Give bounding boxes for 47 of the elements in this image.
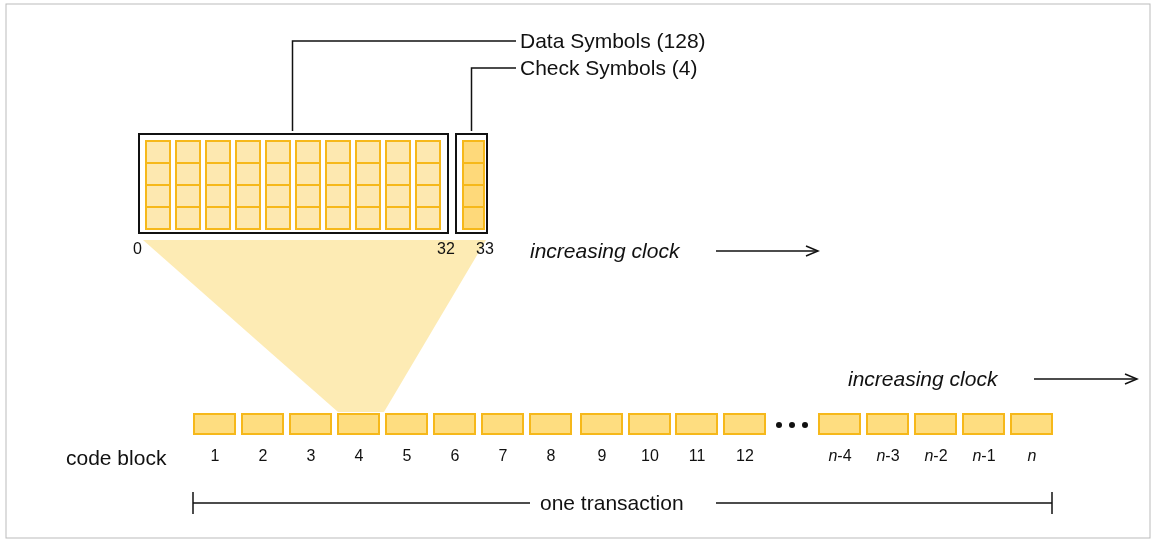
block-number: 10 [640, 447, 660, 466]
code-block-box [1010, 413, 1053, 435]
block-number: 9 [596, 447, 608, 466]
code-block-box [481, 413, 524, 435]
code-block-box [289, 413, 332, 435]
leader-line [291, 40, 517, 132]
axis-number: 33 [476, 240, 494, 258]
axis-number: 32 [437, 240, 455, 258]
code-block-box [675, 413, 718, 435]
code-block-box [723, 413, 766, 435]
block-number: n [1026, 447, 1038, 466]
block-number: 5 [401, 447, 413, 466]
code-block-box [818, 413, 861, 435]
code-block-box [580, 413, 623, 435]
block-number: 3 [305, 447, 317, 466]
block-number: n-3 [875, 447, 901, 466]
callout-label: Check Symbols (4) [520, 56, 698, 80]
block-number: 6 [449, 447, 461, 466]
code-block-box [628, 413, 671, 435]
code-block-box [385, 413, 428, 435]
block-number: 12 [735, 447, 755, 466]
code-block-box [433, 413, 476, 435]
leader-line [470, 67, 517, 132]
block-number: 11 [687, 447, 707, 466]
axis-number: 0 [133, 240, 142, 258]
direction-label: increasing clock [848, 367, 998, 391]
callout-label: Data Symbols (128) [520, 29, 706, 53]
data-symbol-block [138, 133, 449, 234]
block-number: 4 [353, 447, 365, 466]
block-number: n-1 [971, 447, 997, 466]
code-block-box [193, 413, 236, 435]
dimension-label: one transaction [540, 491, 684, 515]
direction-label: increasing clock [530, 239, 680, 263]
code-block-box [241, 413, 284, 435]
block-number: 7 [497, 447, 509, 466]
check-symbol-block [455, 133, 488, 234]
block-number: 1 [209, 447, 221, 466]
code-block-box [866, 413, 909, 435]
code-block-box [962, 413, 1005, 435]
block-number: n-2 [923, 447, 949, 466]
row-label: code block [66, 446, 167, 470]
block-number: 8 [545, 447, 557, 466]
code-block-box [337, 413, 380, 435]
block-number: 2 [257, 447, 269, 466]
block-number: n-4 [827, 447, 853, 466]
code-block-box [529, 413, 572, 435]
code-block-box [914, 413, 957, 435]
